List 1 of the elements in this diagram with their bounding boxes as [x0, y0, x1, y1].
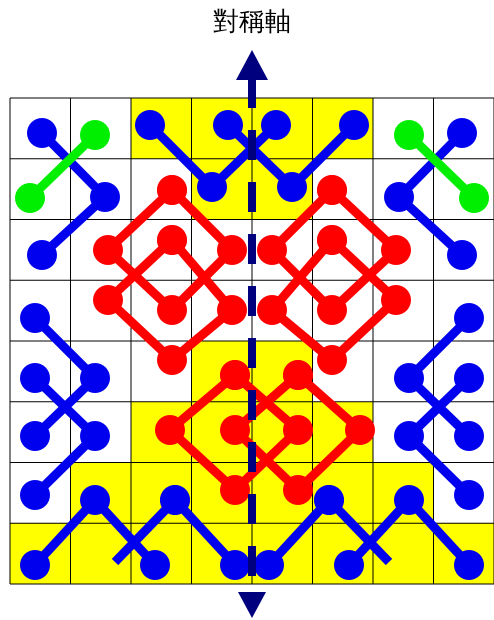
axis-label: 對稱軸	[212, 6, 292, 39]
